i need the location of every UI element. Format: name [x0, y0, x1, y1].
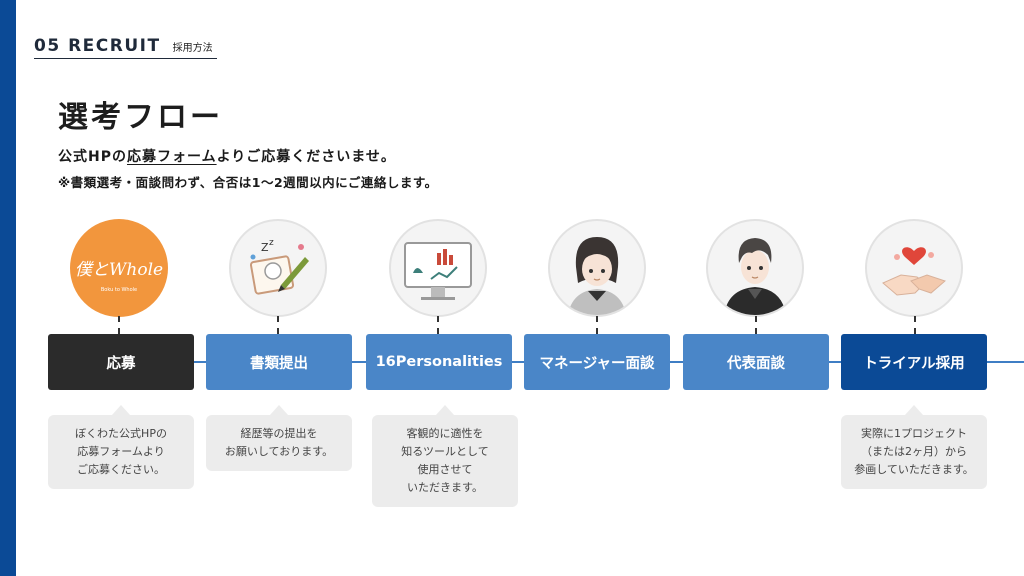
bubble-line: 知るツールとして — [401, 445, 489, 458]
step-16personalities[interactable]: 16Personalities — [366, 334, 512, 390]
lead-suffix: よりご応募くださいませ。 — [216, 149, 396, 165]
bubble-line: 実際に1プロジェクト — [861, 427, 967, 440]
step-label: トライアル採用 — [863, 355, 965, 372]
document-writing-icon: Z z — [229, 219, 327, 317]
logo-text: 僕とWhole — [75, 260, 163, 280]
handshake-heart-icon — [865, 219, 963, 317]
lead-text: 公式HPの応募フォームよりご応募くださいませ。 — [58, 146, 396, 166]
lead-note: ※書類選考・面談問わず、合否は1〜2週間以内にご連絡します。 — [58, 175, 438, 190]
step-label: 書類提出 — [250, 355, 308, 372]
apply-form-link[interactable]: 応募フォーム — [126, 149, 217, 165]
bubble-line: 経歴等の提出を — [240, 427, 318, 440]
bubble-line: ぼくわた公式HPの — [75, 427, 167, 440]
personalities-description: 客観的に適性を 知るツールとして 使用させて いただきます。 — [372, 405, 518, 507]
step-ceo-interview[interactable]: 代表面談 — [683, 334, 829, 390]
ceo-avatar-icon — [706, 219, 804, 317]
bubble-line: 客観的に適性を — [406, 427, 484, 440]
connector-2 — [277, 316, 279, 334]
step-documents[interactable]: 書類提出 — [206, 334, 352, 390]
step-label: 16Personalities — [375, 354, 503, 370]
step-label: 応募 — [106, 355, 136, 372]
section-underline — [34, 58, 217, 59]
svg-text:z: z — [269, 238, 274, 248]
section-subtitle: 採用方法 — [172, 43, 213, 54]
step-label: 代表面談 — [727, 355, 785, 372]
connector-6 — [914, 316, 916, 334]
connector-3 — [437, 316, 439, 334]
documents-description: 経歴等の提出を お願いしております。 — [206, 405, 352, 471]
bubble-line: 使用させて — [417, 463, 473, 476]
bubble-line: お願いしております。 — [224, 445, 334, 458]
logo-icon: 僕とWhole Boku to Whole — [70, 219, 168, 317]
manager-avatar-icon — [548, 219, 646, 317]
left-accent-bar — [0, 0, 16, 576]
step-manager-interview[interactable]: マネージャー面談 — [524, 334, 670, 390]
connector-4 — [596, 316, 598, 334]
page-title: 選考フロー — [58, 100, 223, 135]
section-title: 05 RECRUIT — [34, 36, 161, 56]
svg-text:Z: Z — [261, 241, 269, 254]
step-apply[interactable]: 応募 — [48, 334, 194, 390]
bubble-line: 応募フォームより — [77, 445, 165, 458]
lead-prefix: 公式HPの — [58, 149, 127, 165]
bubble-line: （または2ヶ月）から — [861, 445, 967, 458]
apply-description: ぼくわた公式HPの 応募フォームより ご応募ください。 — [48, 405, 194, 489]
connector-1 — [118, 316, 120, 334]
step-label: マネージャー面談 — [539, 355, 655, 372]
connector-5 — [755, 316, 757, 334]
bubble-line: ご応募ください。 — [77, 463, 165, 476]
trial-description: 実際に1プロジェクト （または2ヶ月）から 参画していただきます。 — [841, 405, 987, 489]
bubble-line: いただきます。 — [407, 481, 483, 494]
monitor-chart-icon — [389, 219, 487, 317]
step-trial-hire[interactable]: トライアル採用 — [841, 334, 987, 390]
bubble-line: 参画していただきます。 — [854, 463, 974, 476]
section-header: 05 RECRUIT 採用方法 — [34, 36, 213, 56]
logo-subtext: Boku to Whole — [101, 287, 137, 293]
